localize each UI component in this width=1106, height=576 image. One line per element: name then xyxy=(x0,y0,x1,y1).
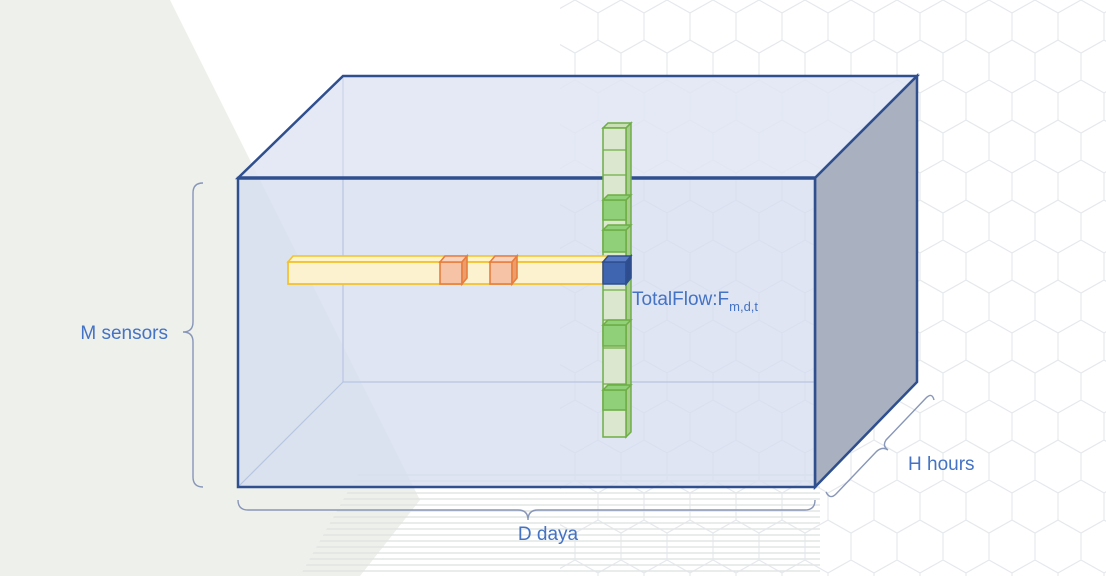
highlight-cell xyxy=(601,253,633,287)
orange-cell xyxy=(488,253,519,287)
m-sensors-label: M sensors xyxy=(80,323,168,344)
green-cell xyxy=(602,199,627,221)
m-sensors-bracket xyxy=(182,182,204,488)
h-hours-bracket xyxy=(825,394,935,498)
d-days-bracket xyxy=(237,499,816,521)
green-cell xyxy=(602,324,627,347)
h-hours-label: H hours xyxy=(908,454,975,475)
sensor-row xyxy=(286,253,610,287)
cube-front-face xyxy=(236,176,817,489)
orange-cell xyxy=(438,253,469,287)
data-cube xyxy=(234,72,921,491)
green-cells xyxy=(601,194,633,411)
d-days-label: D daya xyxy=(518,524,579,545)
total-flow-formula: TotalFlow:Fm,d,t xyxy=(632,289,758,314)
green-cell xyxy=(602,389,627,411)
green-cell xyxy=(602,229,627,253)
cube-top-face xyxy=(234,74,921,180)
